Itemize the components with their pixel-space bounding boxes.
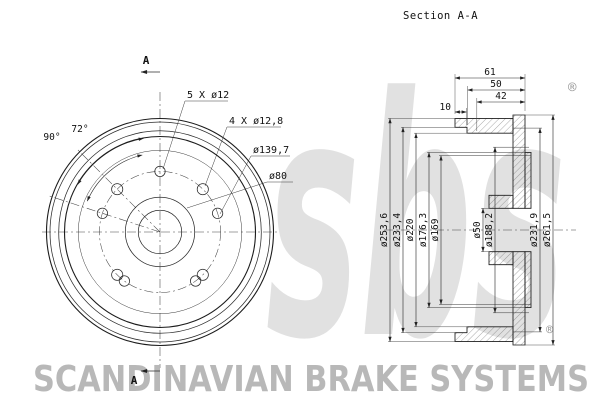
dim-label-d233: ø233,4 — [392, 213, 403, 248]
pilot-tube-upper — [488, 194, 514, 209]
drum-outer-circle — [49, 121, 271, 343]
front-view: 90° 72° 5 X ø12 4 X ø12,8 ø139,7 ø80 A — [42, 54, 293, 368]
angle-label-72: 72° — [71, 124, 88, 135]
brand-footer-text: SCANDINAVIAN BRAKE SYSTEMS — [33, 359, 589, 400]
dim-label-d220: ø220 — [405, 218, 416, 241]
back-face-upper — [512, 114, 526, 209]
bolt-circle — [99, 171, 221, 293]
fixing-hole — [111, 183, 124, 196]
radial-line-135deg — [76, 148, 161, 233]
leader-line — [162, 100, 186, 170]
callout-hub-dia: ø80 — [269, 171, 287, 182]
fixing-hole — [196, 183, 209, 196]
fixing-hole — [196, 268, 209, 281]
fixing-hole — [111, 268, 124, 281]
cut-label-bottom: A — [131, 374, 138, 387]
hub-boss-lower — [524, 251, 532, 309]
bolt-hole — [212, 207, 224, 219]
registered-mark-bottom: ® — [546, 323, 554, 337]
drum-inner-surface-circle — [63, 135, 257, 329]
dim-label-d50: ø50 — [472, 221, 483, 238]
dim-label-d261: ø261,5 — [542, 213, 553, 247]
pilot-tube-lower — [488, 251, 514, 266]
leader-line — [186, 181, 268, 209]
radial-line-162deg — [47, 195, 161, 233]
angle-label-90: 90° — [43, 132, 60, 143]
leader-line — [204, 126, 228, 187]
drum-outer-rim-circle — [45, 117, 275, 347]
drum-recess-circle — [78, 150, 242, 314]
dim-label-61: 61 — [484, 67, 496, 78]
dim-label-d253: ø253,6 — [379, 213, 390, 248]
bolt-hole — [118, 275, 130, 287]
bolt-hole — [190, 275, 202, 287]
dim-label-42: 42 — [495, 91, 506, 102]
leader-line — [219, 155, 252, 215]
callout-bolt-holes: 5 X ø12 — [187, 90, 229, 101]
hub-boss-upper — [524, 151, 532, 209]
cut-label-top: A — [143, 54, 150, 67]
callout-bolt-circle-dia: ø139,7 — [253, 145, 289, 156]
hub-circle — [124, 196, 196, 268]
dim-label-d176: ø176,3 — [418, 213, 429, 247]
section-view: Section A-A — [379, 10, 576, 346]
callout-fixing-holes: 4 X ø12,8 — [229, 116, 283, 127]
angle-arc-72 — [87, 154, 143, 202]
dim-label-d169: ø169 — [430, 218, 441, 241]
bolt-hole — [96, 207, 108, 219]
dim-label-d231: ø231,9 — [529, 213, 540, 248]
dim-label-10: 10 — [440, 102, 452, 113]
back-face-lower — [512, 251, 526, 346]
dim-label-50: 50 — [490, 79, 502, 90]
dim-label-d188: ø188,2 — [484, 213, 495, 247]
registered-mark-top: ® — [568, 80, 577, 96]
center-bore-circle — [137, 209, 183, 255]
section-title: Section A-A — [403, 10, 478, 22]
bolt-hole — [154, 165, 166, 177]
angle-arc-90 — [77, 137, 144, 185]
drum-ring-circle — [58, 130, 262, 334]
